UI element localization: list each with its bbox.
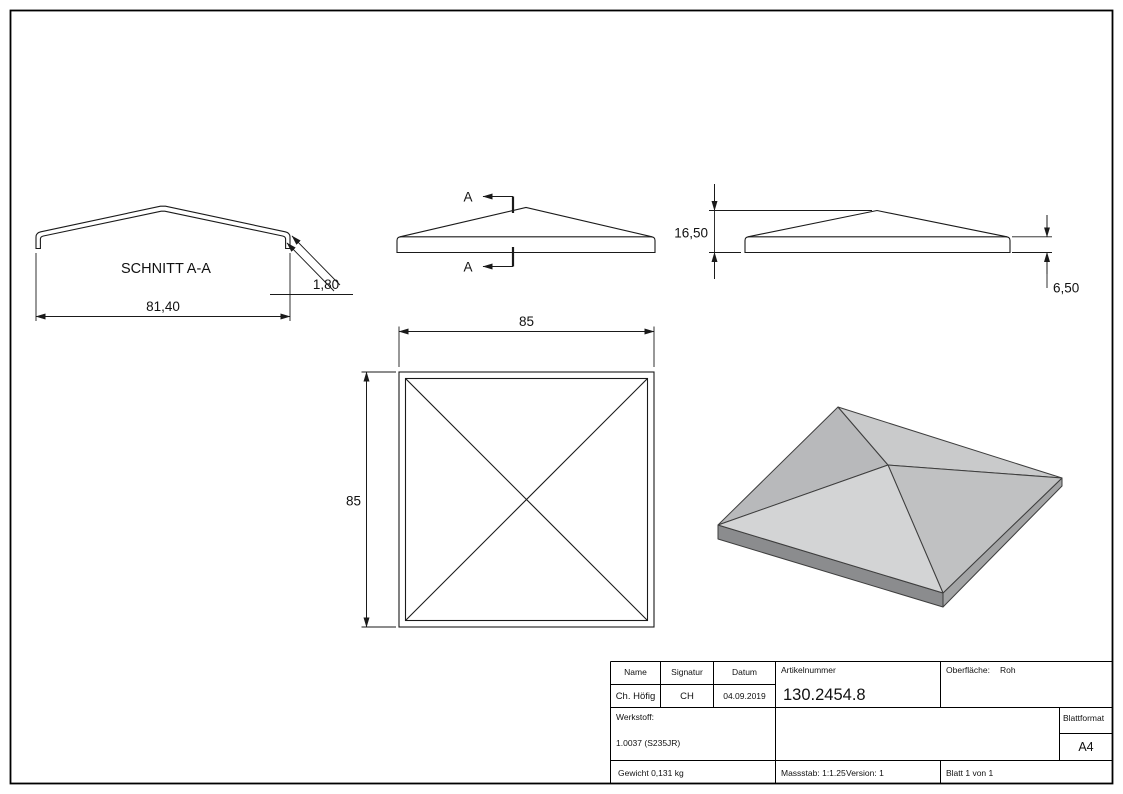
dimension-text: 81,40 (146, 299, 180, 314)
plan-inner-square (404, 377, 649, 622)
title-block: Name Signatur Datum Ch. Höfig CH 04.09.2… (610, 661, 1113, 784)
side-base-profile (744, 236, 1011, 254)
dimension-plan-width-85: 85 (398, 314, 655, 367)
dimension-thickness-1-80: 1,80 (270, 235, 353, 295)
signatur-label: Signatur (671, 667, 703, 677)
werkstoff-label: Werkstoff: (616, 712, 654, 722)
leader-line (291, 235, 341, 286)
werkstoff-value: 1.0037 (S235JR) (616, 738, 680, 748)
massstab-text: Massstab: 1:1.25 (781, 768, 846, 778)
blattformat-label: Blattformat (1063, 713, 1105, 723)
cut-label-top: A (463, 190, 472, 205)
cut-label-bottom: A (463, 260, 472, 275)
dimension-text: 6,50 (1053, 281, 1079, 296)
plan-view: 85 85 (346, 314, 655, 628)
dimension-text: 85 (519, 314, 534, 329)
name-label: Name (624, 667, 647, 677)
dimension-plan-height-85: 85 (346, 371, 396, 628)
plan-diagonal (405, 378, 648, 621)
drawing-frame (9, 9, 1114, 785)
front-view: A A (396, 190, 656, 275)
dimension-width-81-40: 81,40 (35, 253, 291, 321)
oberflaeche-value: Roh (1000, 665, 1016, 675)
dimension-total-height-16-50: 16,50 (674, 184, 872, 279)
signatur-value: CH (680, 691, 694, 702)
leader-line (286, 242, 335, 292)
front-roof-profile (399, 206, 653, 238)
plan-outer-square (398, 371, 655, 628)
iso-face-southwest (717, 464, 944, 594)
blattformat-value: A4 (1078, 740, 1093, 754)
blatt-text: Blatt 1 von 1 (946, 768, 994, 778)
side-view: 16,50 6,50 (674, 184, 1079, 296)
section-view: SCHNITT A-A 81,40 1,80 (35, 205, 353, 321)
dimension-text: 16,50 (674, 226, 708, 241)
gewicht-text: Gewicht 0,131 kg (618, 768, 684, 778)
datum-label: Datum (732, 667, 757, 677)
oberflaeche-label: Oberfläche: (946, 665, 990, 675)
datum-value: 04.09.2019 (723, 691, 766, 701)
version-text: Version: 1 (846, 768, 884, 778)
dimension-text: 1,80 (313, 277, 339, 292)
section-profile (35, 205, 291, 250)
artikelnummer-value: 130.2454.8 (783, 686, 866, 704)
cut-line-a-a: A A (463, 190, 515, 275)
section-label: SCHNITT A-A (121, 261, 211, 277)
isometric-view (717, 406, 1063, 608)
dimension-rim-height-6-50: 6,50 (1012, 215, 1079, 296)
name-value: Ch. Höfig (616, 691, 656, 702)
side-roof-profile (747, 209, 1008, 238)
dimension-text: 85 (346, 494, 361, 509)
front-base-profile (396, 236, 656, 254)
artikelnummer-label: Artikelnummer (781, 665, 836, 675)
